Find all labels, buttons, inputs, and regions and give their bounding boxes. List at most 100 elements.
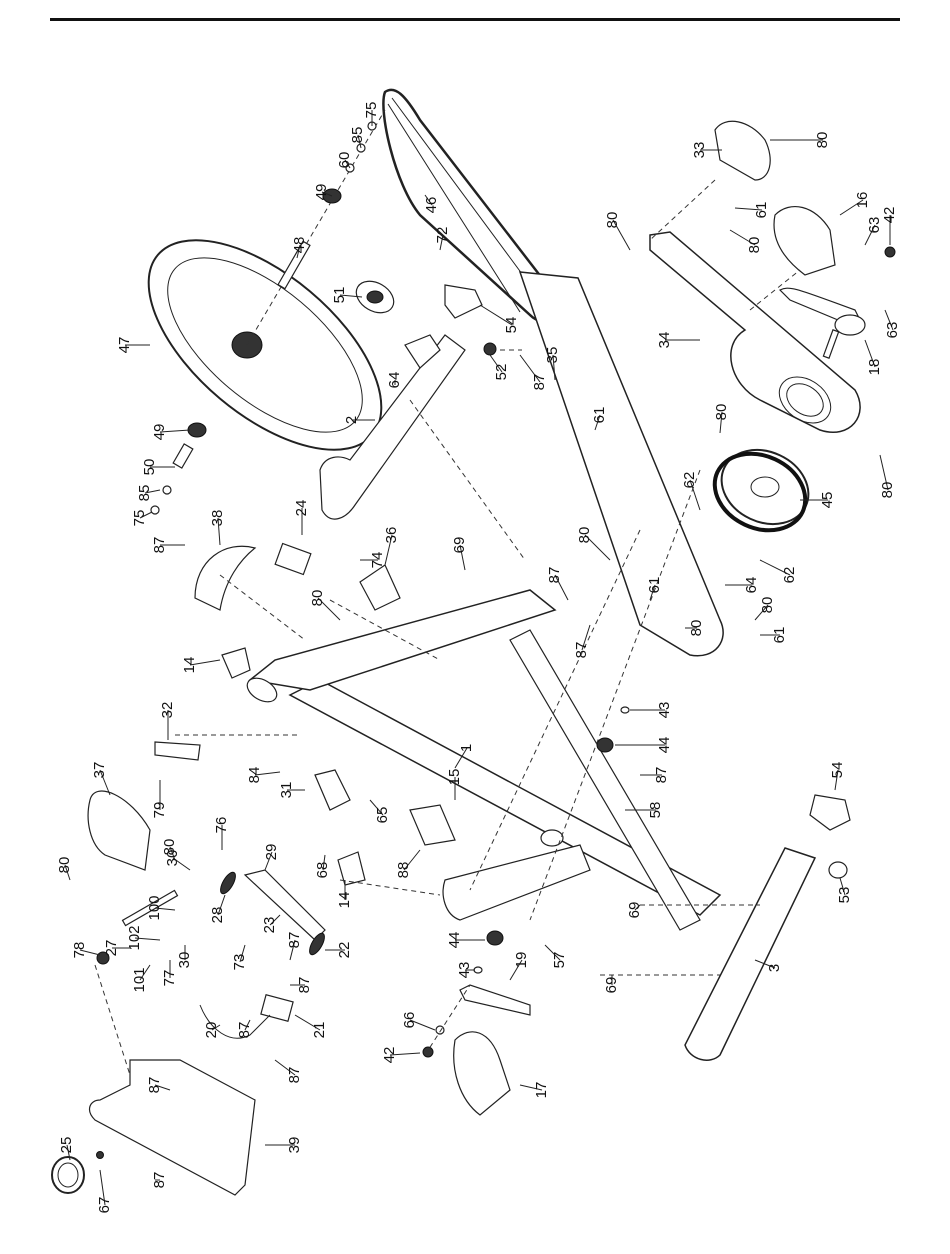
callout-leader <box>754 959 776 969</box>
part-number-label: 85 <box>349 127 366 144</box>
part-number-label: 58 <box>647 802 664 819</box>
part-number-label: 37 <box>91 762 108 779</box>
part-number-label: 87 <box>151 537 168 554</box>
callout-leader <box>689 479 701 511</box>
callout-leader <box>244 1019 251 1031</box>
part-number-label: 21 <box>311 1022 328 1039</box>
part-number-label: 43 <box>456 962 473 979</box>
callout-leader <box>544 944 561 961</box>
callout-leader <box>584 534 611 561</box>
callout-leader <box>217 517 221 546</box>
part-number-label: 80 <box>713 404 730 421</box>
callout-leader <box>879 454 889 491</box>
flywheel-47-inner <box>167 257 363 433</box>
part-number-label: 68 <box>314 862 331 879</box>
knob-14-upper <box>221 647 251 679</box>
part-number-label: 34 <box>656 332 673 349</box>
pedal-16 <box>773 206 836 276</box>
spring-28 <box>220 871 236 895</box>
callout-leader <box>296 244 301 259</box>
callout-leader <box>384 534 393 566</box>
ring-43-right <box>620 706 630 714</box>
part-number-label: 67 <box>96 1197 113 1214</box>
part-number-label: 80 <box>688 620 705 637</box>
callout-leader <box>66 1144 71 1161</box>
callout-leader <box>649 584 656 601</box>
callout-leader <box>79 949 101 956</box>
part-number-label: 87 <box>151 1172 168 1189</box>
console-shroud-37 <box>87 790 151 871</box>
part-number-label: 18 <box>866 359 883 376</box>
lever-arm-23 <box>243 869 326 941</box>
callout-leader <box>369 799 384 816</box>
callout-leader <box>454 747 468 769</box>
knob-52 <box>483 342 497 356</box>
part-number-label: 19 <box>513 952 530 969</box>
cap-25 <box>51 1156 85 1194</box>
part-number-label: 49 <box>151 424 168 441</box>
part-number-label: 87 <box>653 767 670 784</box>
nut-85-bottom <box>162 485 172 495</box>
callout-leader <box>409 1019 436 1031</box>
callout-leader <box>322 854 326 871</box>
part-number-label: 87 <box>531 374 548 391</box>
callout-leader <box>172 857 191 871</box>
part-number-label: 87 <box>546 567 563 584</box>
callout-leader <box>264 851 273 871</box>
end-cap-54-bottom <box>809 794 851 831</box>
callout-leader <box>552 354 556 381</box>
callout-leader <box>864 339 876 368</box>
nut-42-top <box>884 246 896 258</box>
spring-22 <box>309 932 325 956</box>
header-rule <box>50 18 900 21</box>
nut-42-bottom <box>422 1046 434 1058</box>
part-number-label: 87 <box>146 1077 163 1094</box>
callout-leader <box>317 597 341 621</box>
part-number-label: 77 <box>161 970 178 987</box>
crank-19 <box>459 984 531 1016</box>
part-number-label: 28 <box>209 907 226 924</box>
part-number-label: 14 <box>181 657 198 674</box>
assembly-lines <box>94 179 801 1076</box>
part-number-label: 76 <box>213 817 230 834</box>
callout-leader <box>99 1169 106 1206</box>
callout-leader <box>344 159 351 169</box>
pulley-45-rim <box>712 451 808 533</box>
part-number-label: 102 <box>126 925 143 950</box>
bracket-32 <box>154 741 201 761</box>
part-number-label: 88 <box>395 862 412 879</box>
callout-leader <box>269 914 281 926</box>
shroud-36 <box>359 564 401 611</box>
callout-leader <box>403 849 421 871</box>
part-number-label: 52 <box>493 364 510 381</box>
chain-guard-34-window-inner <box>786 383 824 417</box>
part-number-label: 29 <box>263 844 280 861</box>
part-number-label: 30 <box>176 952 193 969</box>
end-cap-54-top <box>444 284 483 319</box>
part-number-label: 15 <box>446 769 463 786</box>
part-number-label: 46 <box>423 197 440 214</box>
part-number-label: 64 <box>386 372 403 389</box>
part-number-label: 80 <box>576 527 593 544</box>
spindle-18 <box>822 329 840 359</box>
part-number-label: 17 <box>533 1082 550 1099</box>
part-number-label: 75 <box>131 510 148 527</box>
callout-leader <box>734 207 763 211</box>
part-number-label: 80 <box>759 597 776 614</box>
callout-leader <box>489 354 503 373</box>
callout-leader <box>159 429 191 433</box>
front-stabilizer-tube <box>442 844 591 921</box>
callout-leader <box>211 1024 221 1031</box>
part-number-label: 54 <box>503 317 520 334</box>
belt-46-inner <box>387 97 546 313</box>
callout-leader <box>839 877 846 896</box>
part-number-label: 73 <box>231 954 248 971</box>
part-number-label: 87 <box>236 1022 253 1039</box>
callout-leader <box>189 659 221 666</box>
callout-leader <box>729 229 756 246</box>
part-number-label: 80 <box>604 212 621 229</box>
bearing-49-bottom <box>187 422 207 438</box>
callout-leader <box>519 1084 543 1091</box>
part-number-label: 61 <box>646 577 663 594</box>
callout-leader <box>389 1052 421 1056</box>
